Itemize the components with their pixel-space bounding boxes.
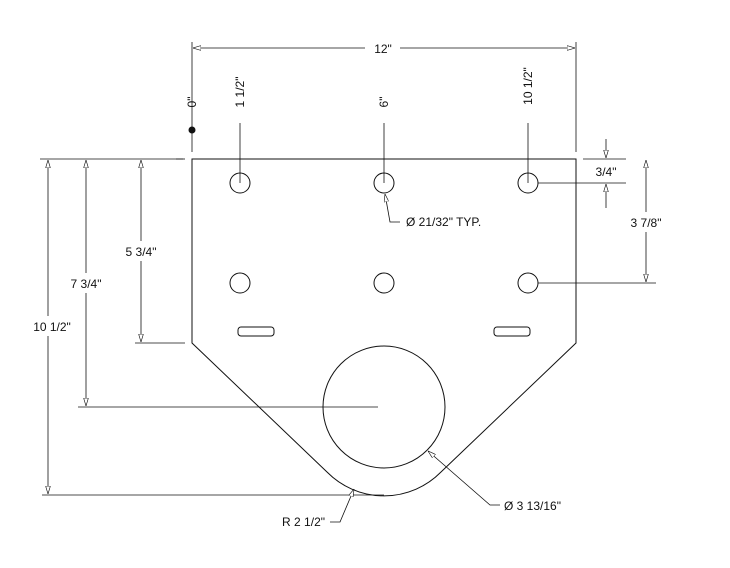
width-dimension: 12" bbox=[191, 42, 577, 152]
side-height-label: 5 3/4" bbox=[126, 245, 157, 259]
slot-right bbox=[493, 326, 531, 337]
datum-zero-label: 0" bbox=[185, 97, 199, 108]
slot-left bbox=[237, 326, 275, 337]
overall-height-label: 10 1/2" bbox=[33, 320, 71, 334]
width-label: 12" bbox=[374, 42, 392, 56]
center-height-label: 7 3/4" bbox=[71, 277, 102, 291]
large-hole-callout: Ø 3 13/16" bbox=[504, 499, 561, 513]
hole bbox=[373, 272, 395, 294]
datum-dot bbox=[188, 126, 196, 134]
hole-x1-label: 1 1/2" bbox=[233, 77, 247, 108]
hole-diameter-callout: Ø 21/32" TYP. bbox=[406, 215, 481, 229]
mounting-holes bbox=[229, 172, 539, 294]
hole bbox=[229, 272, 251, 294]
hole-x3-label: 10 1/2" bbox=[521, 67, 535, 105]
row-spacing-label: 3 7/8" bbox=[631, 216, 662, 230]
radius-callout: R 2 1/2" bbox=[282, 515, 325, 529]
right-dimensions: 3/4" 3 7/8" bbox=[538, 139, 662, 284]
hole bbox=[517, 272, 539, 294]
hole-x2-label: 6" bbox=[377, 97, 391, 108]
plate-outline bbox=[191, 158, 577, 497]
height-dimensions: 10 1/2" 7 3/4" 5 3/4" bbox=[33, 158, 384, 496]
top-offset-label: 3/4" bbox=[596, 165, 617, 179]
